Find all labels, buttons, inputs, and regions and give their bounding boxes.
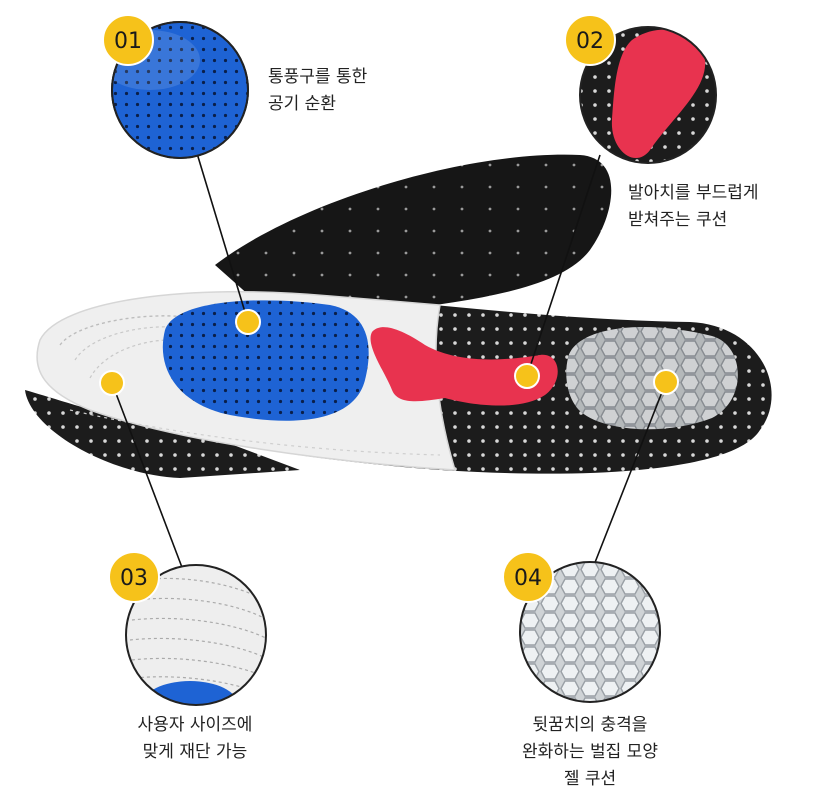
pointer-dot-04 — [653, 369, 679, 395]
detail-circle-02 — [579, 26, 717, 164]
back-insole — [215, 154, 612, 310]
caption-line: 통풍구를 통한 — [268, 67, 368, 87]
pointer-dots — [99, 309, 679, 396]
badge-number: 04 — [514, 566, 542, 591]
caption-04: 뒷꿈치의 충격을 완화하는 벌집 모양 젤 쿠션 — [485, 712, 695, 793]
pointer-dot-03 — [99, 370, 125, 396]
pointer-dot-01 — [235, 309, 261, 335]
badge-01: 01 — [102, 14, 154, 66]
caption-line: 사용자 사이즈에 — [137, 715, 253, 735]
connector-line-01 — [195, 149, 249, 323]
heel-gel — [566, 327, 738, 430]
size-line — [89, 339, 186, 379]
forefoot-blue-pad — [162, 300, 369, 421]
badge-number: 03 — [120, 566, 148, 591]
caption-line: 발아치를 부드럽게 — [628, 183, 759, 203]
caption-line: 뒷꿈치의 충격을 — [532, 715, 648, 735]
detail-circle-03 — [125, 564, 267, 706]
connector-line-03 — [111, 382, 184, 571]
connector-line-02 — [526, 154, 601, 377]
caption-line: 받쳐주는 쿠션 — [628, 210, 728, 230]
badge-number: 02 — [576, 29, 604, 54]
caption-line: 젤 쿠션 — [563, 769, 617, 789]
caption-line: 공기 순환 — [268, 94, 336, 114]
insole-product — [25, 154, 772, 478]
caption-02: 발아치를 부드럽게 받쳐주는 쿠션 — [628, 180, 759, 234]
badge-number: 01 — [114, 29, 142, 54]
caption-line: 완화하는 벌집 모양 — [522, 742, 658, 762]
arch-red-cushion — [370, 327, 558, 406]
caption-line: 맞게 재단 가능 — [142, 742, 248, 762]
caption-01: 통풍구를 통한 공기 순환 — [268, 64, 367, 118]
badge-03: 03 — [108, 551, 160, 603]
caption-03: 사용자 사이즈에 맞게 재단 가능 — [100, 712, 290, 766]
badge-04: 04 — [502, 551, 554, 603]
detail-circle-04 — [519, 561, 661, 703]
connectors — [111, 149, 667, 571]
connector-line-04 — [593, 381, 667, 566]
badges: 01 02 03 04 — [102, 14, 616, 603]
badge-02: 02 — [564, 14, 616, 66]
pointer-dot-02 — [514, 363, 540, 389]
